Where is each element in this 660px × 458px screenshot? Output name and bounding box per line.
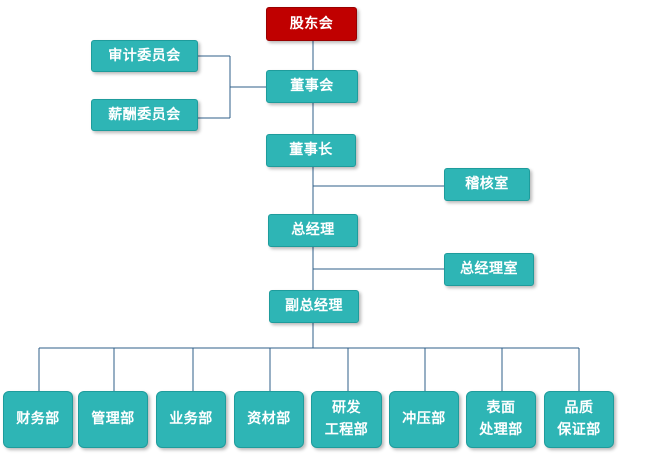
node-audit-committee: 审计委员会 (91, 40, 198, 72)
node-label: 总经理 (291, 222, 335, 239)
node-label: 薪酬委员会 (108, 106, 181, 123)
node-label-line2: 保证部 (557, 422, 601, 438)
node-dept-stamping: 冲压部 (389, 391, 459, 448)
node-dept-business: 业务部 (156, 391, 226, 448)
node-dept-materials: 资材部 (234, 391, 304, 448)
node-label-line1: 表面 (486, 400, 516, 417)
node-label: 业务部 (169, 411, 213, 428)
node-label: 管理部 (91, 411, 135, 428)
node-dept-rnd: 研发 工程部 (311, 391, 382, 448)
node-general-manager: 总经理 (268, 214, 358, 247)
node-compensation-committee: 薪酬委员会 (91, 99, 198, 131)
node-label: 冲压部 (402, 411, 446, 428)
node-label-line1: 品质 (564, 400, 594, 417)
node-label: 审计委员会 (108, 47, 181, 64)
node-gm-office: 总经理室 (444, 253, 534, 286)
node-dept-finance: 财务部 (3, 391, 73, 448)
node-label: 董事长 (289, 142, 333, 159)
node-label: 稽核室 (465, 176, 509, 193)
node-dept-management: 管理部 (78, 391, 148, 448)
node-label-line2: 处理部 (479, 422, 523, 438)
node-audit-office: 稽核室 (444, 168, 530, 201)
node-deputy-gm: 副总经理 (269, 290, 359, 323)
node-label-line1: 研发 (332, 400, 361, 417)
node-label: 副总经理 (285, 298, 343, 315)
node-shareholders: 股东会 (266, 7, 357, 41)
node-dept-surface: 表面 处理部 (466, 391, 536, 448)
node-label-line2: 工程部 (324, 422, 369, 438)
node-label: 总经理室 (460, 261, 518, 278)
node-label: 董事会 (290, 78, 334, 95)
node-chairman: 董事长 (266, 134, 356, 167)
node-label: 资材部 (247, 411, 291, 428)
node-dept-quality: 品质 保证部 (544, 391, 614, 448)
node-label: 财务部 (16, 411, 60, 428)
node-board: 董事会 (266, 70, 358, 103)
node-label: 股东会 (289, 15, 334, 32)
